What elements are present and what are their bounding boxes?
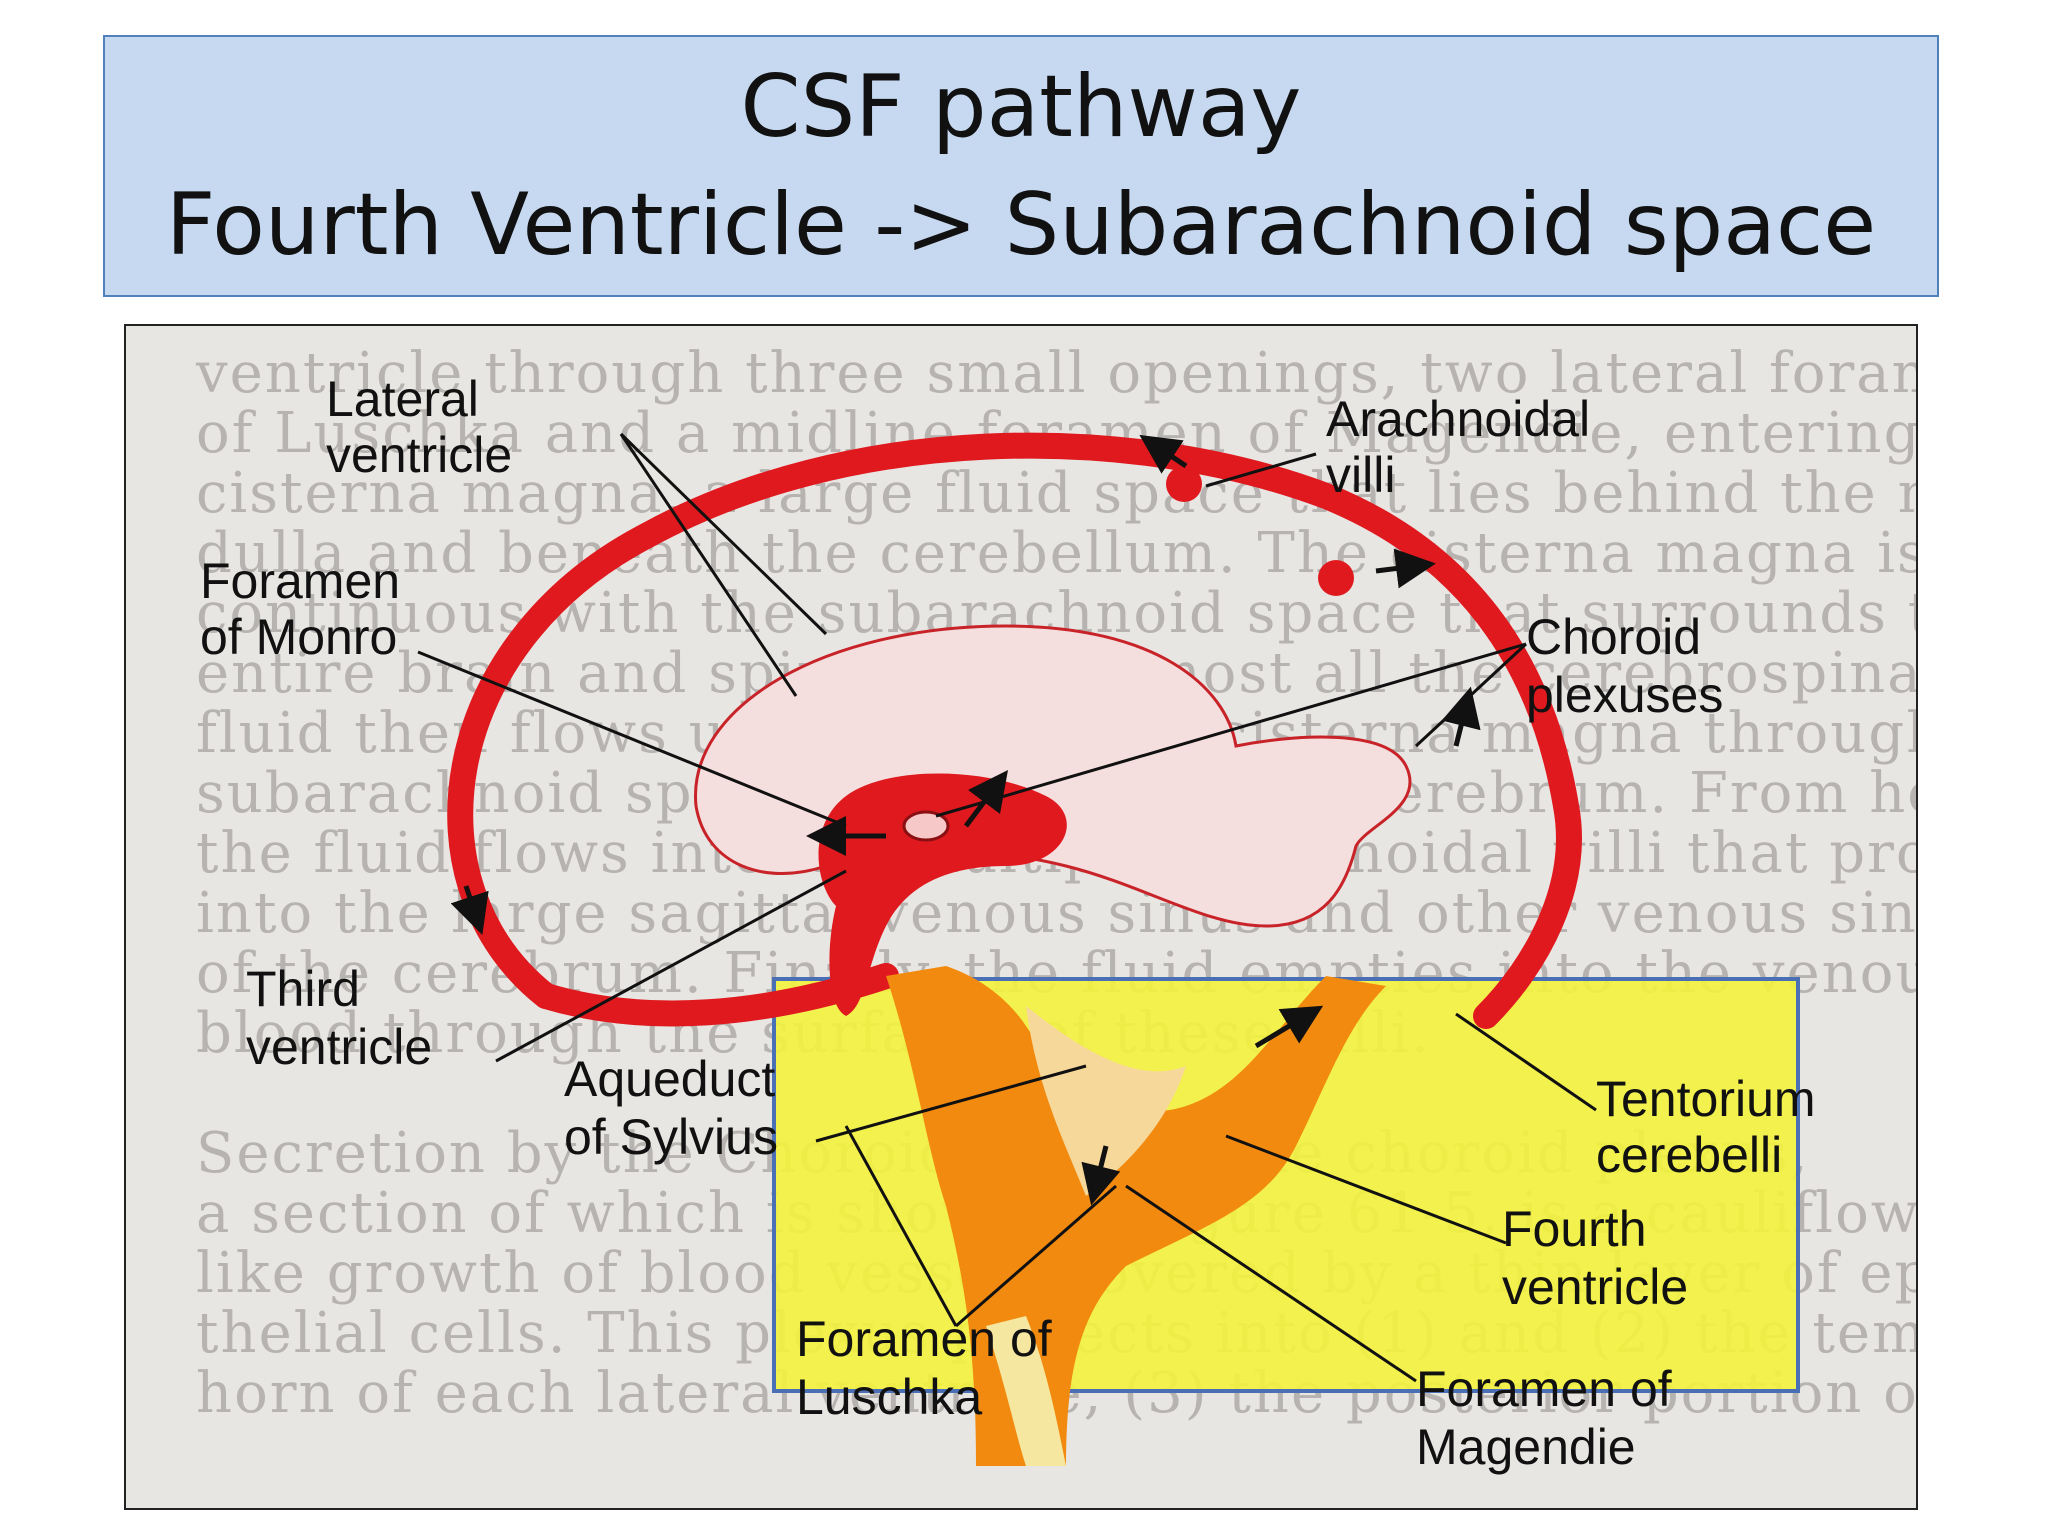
label-lateral-ventricle-1: Lateral — [326, 371, 479, 427]
label-fourth-ventricle-2: ventricle — [1502, 1259, 1688, 1315]
leader-lines — [417, 432, 1597, 1383]
label-arachnoidal-villi-2: villi — [1326, 447, 1395, 503]
label-aqueduct-of-sylvius-1: Aqueduct — [564, 1051, 775, 1107]
label-foramen-of-luschka-1: Foramen of — [796, 1311, 1052, 1367]
label-third-ventricle-2: ventricle — [246, 1019, 432, 1075]
flow-arrow — [964, 770, 1008, 828]
label-choroid-plexuses-1: Choroid — [1526, 609, 1701, 665]
label-tentorium-cerebelli-1: Tentorium — [1596, 1071, 1816, 1127]
title-banner: CSF pathway Fourth Ventricle -> Subarach… — [103, 35, 1939, 297]
bg-line: cisterna magna, a large fluid space that… — [196, 461, 1918, 526]
flow-arrow — [1441, 686, 1481, 747]
arachnoidal-villus — [1166, 466, 1202, 502]
label-arachnoidal-villi-1: Arachnoidal — [1326, 391, 1590, 447]
label-fourth-ventricle-1: Fourth — [1502, 1201, 1647, 1257]
flow-arrow — [1081, 1145, 1121, 1206]
spinal-canal-shape — [986, 1316, 1066, 1466]
label-lateral-ventricle-2: ventricle — [326, 427, 512, 483]
brain-csf-illustration: Lateral ventricle Arachnoidal villi Fora… — [200, 371, 1816, 1475]
foramen-of-monro-ring — [902, 810, 950, 842]
label-tentorium-cerebelli-2: cerebelli — [1596, 1127, 1782, 1183]
title-line-2: Fourth Ventricle -> Subarachnoid space — [165, 175, 1877, 275]
title-line-1: CSF pathway — [740, 57, 1302, 157]
label-foramen-of-monro-1: Foramen — [200, 553, 400, 609]
fourth-ventricle-shape — [1026, 1006, 1186, 1196]
arachnoidal-villus — [1318, 560, 1354, 596]
label-foramen-of-luschka-2: Luschka — [796, 1369, 982, 1425]
lateral-ventricle-shape — [694, 624, 1412, 928]
label-choroid-plexuses-2: plexuses — [1526, 667, 1723, 723]
flow-arrow — [450, 885, 489, 935]
label-aqueduct-of-sylvius-2: of Sylvius — [564, 1109, 778, 1165]
label-third-ventricle-1: Third — [246, 961, 360, 1017]
bg-line: dulla and beneath the cerebellum. The ci… — [196, 521, 1918, 586]
flow-arrow — [1139, 434, 1188, 474]
csf-diagram-figure: ventricle through three small openings, … — [124, 324, 1918, 1510]
label-foramen-of-magendie-2: Magendie — [1416, 1419, 1636, 1475]
label-foramen-of-monro-2: of Monro — [200, 609, 397, 665]
label-foramen-of-magendie-1: Foramen of — [1416, 1361, 1672, 1417]
flow-arrow — [1375, 548, 1436, 589]
flow-arrow — [1254, 1005, 1324, 1049]
bg-line: ventricle through three small openings, … — [196, 341, 1918, 406]
